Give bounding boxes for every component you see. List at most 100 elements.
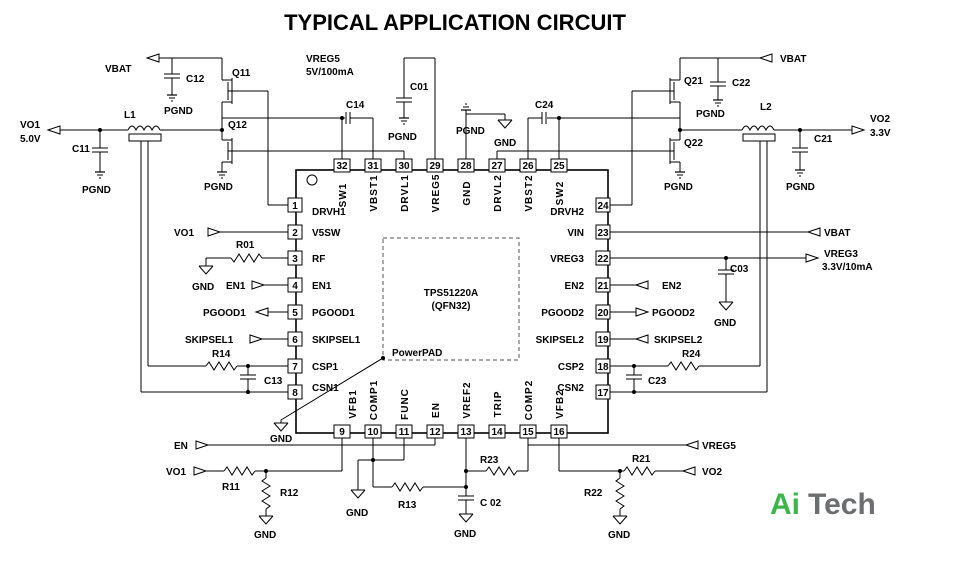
r11-label: R11 [222,482,240,493]
svg-text:VREF2: VREF2 [462,381,473,418]
pgnd-c12: PGND [164,106,193,117]
logo-tech: Tech [808,488,876,521]
svg-text:29: 29 [429,161,441,172]
r24-label: R24 [682,349,701,360]
svg-text:CSP1: CSP1 [312,362,339,373]
pin1-marker [306,174,318,186]
svg-text:28: 28 [460,161,472,172]
gnd-c03: GND [714,318,736,329]
powerpad [382,237,520,361]
c24-label: C24 [535,100,554,111]
vreg5-value: 5V/100mA [306,67,354,78]
svg-text:VFB1: VFB1 [348,389,359,419]
r14-label: R14 [212,349,231,360]
svg-text:DRVH1: DRVH1 [312,207,346,218]
left-signals: VO1 R01 GND EN1 PGOOD1 SKIPSEL1 R14 [140,141,385,445]
pgnd-q22: PGND [664,182,693,193]
c01-label: C01 [410,82,429,93]
gnd-r22: GND [608,530,630,541]
skipsel2-label-right: SKIPSEL2 [654,335,703,346]
pgnd-c11: PGND [82,185,111,196]
right-pins: 24 23 22 21 20 19 18 17 [595,197,611,400]
svg-text:SW2: SW2 [555,181,566,206]
c12-label: C12 [186,74,205,85]
svg-text:30: 30 [398,161,410,172]
gnd-pin-section: PGND GND [456,103,516,159]
bottom-signals: EN VO1 R11 R12 GND GND R13 [166,438,736,541]
pgnd-c01: PGND [388,132,417,143]
c23-label: C23 [648,376,667,387]
q11-label: Q11 [232,68,251,79]
c14-label: C14 [346,100,365,111]
skipsel1-label-left: SKIPSEL1 [185,335,234,346]
vreg5-label-bottom: VREG5 [702,441,736,452]
svg-text:3: 3 [292,254,298,265]
gnd-pin28: GND [494,138,516,149]
q21-label: Q21 [684,76,703,87]
q22-label: Q22 [684,138,703,149]
right-power-stage: VBAT C22 PGND Q21 Q22 PGND [496,53,891,206]
left-pin-names: DRVH1 V5SW RF EN1 PGOOD1 SKIPSEL1 CSP1 C… [312,207,361,394]
svg-text:CSN2: CSN2 [557,383,584,394]
vbat-label-right: VBAT [780,54,806,65]
top-pin-names: SW1 VBST1 DRVL1 VREG5 GND DRVL2 VBST2 SW… [338,174,566,213]
vo1-value: 5.0V [20,134,41,145]
svg-text:DRVH2: DRVH2 [550,207,584,218]
c13-label: C13 [264,376,283,387]
ic-body [295,169,609,434]
svg-text:2: 2 [292,228,298,239]
svg-text:16: 16 [553,427,565,438]
svg-text:17: 17 [597,388,609,399]
svg-text:4: 4 [292,281,298,292]
bottom-pin-names: VFB1 COMP1 FUNC EN VREF2 TRIP COMP2 VFB2 [348,380,566,421]
svg-text:VBST2: VBST2 [524,174,535,211]
pgnd-c22: PGND [696,109,725,120]
svg-text:22: 22 [597,254,609,265]
en2-label-right: EN2 [662,281,682,292]
svg-text:FUNC: FUNC [400,388,411,420]
svg-text:9: 9 [339,427,345,438]
pgood1-label-left: PGOOD1 [203,308,246,319]
en1-label-left: EN1 [226,281,246,292]
ic-package: (QFN32) [432,301,471,312]
pgnd-c21: PGND [786,182,815,193]
svg-text:13: 13 [460,427,472,438]
svg-text:27: 27 [491,161,503,172]
svg-text:26: 26 [522,161,534,172]
svg-text:12: 12 [429,427,441,438]
svg-text:PGOOD2: PGOOD2 [541,308,584,319]
gnd-powerpad: GND [270,434,292,445]
svg-text:25: 25 [553,161,565,172]
svg-text:14: 14 [491,427,503,438]
pgnd-pin28: PGND [456,126,485,137]
vbat-label-vin: VBAT [824,228,850,239]
svg-text:1: 1 [292,201,298,212]
svg-text:SKIPSEL1: SKIPSEL1 [312,335,361,346]
svg-text:5: 5 [292,308,298,319]
svg-text:32: 32 [336,161,348,172]
aitech-logo: Ai Tech [770,488,876,521]
gnd-r01: GND [192,282,214,293]
svg-text:VFB2: VFB2 [555,389,566,419]
svg-text:DRVL2: DRVL2 [493,174,504,212]
svg-text:15: 15 [522,427,534,438]
svg-text:24: 24 [597,201,609,212]
diagram-title: TYPICAL APPLICATION CIRCUIT [284,10,626,35]
vo1-label-top: VO1 [20,120,40,131]
r22-label: R22 [584,488,603,499]
vo2-value: 3.3V [870,128,891,139]
left-pins: 1 2 3 4 5 6 7 8 [287,197,303,400]
svg-text:PGOOD1: PGOOD1 [312,308,355,319]
vbat-label-left: VBAT [105,64,131,75]
bottom-pins: 9 10 11 12 13 14 15 16 [333,424,568,439]
svg-text:CSP2: CSP2 [558,362,585,373]
pgnd-q12: PGND [204,182,233,193]
svg-text:SW1: SW1 [338,183,349,208]
pgood2-label-right: PGOOD2 [652,308,695,319]
ic-part-number: TPS51220A [424,288,478,299]
svg-text:CSN1: CSN1 [312,383,339,394]
c02-label: C 02 [480,498,502,509]
svg-text:10: 10 [367,427,379,438]
svg-text:EN1: EN1 [312,281,332,292]
